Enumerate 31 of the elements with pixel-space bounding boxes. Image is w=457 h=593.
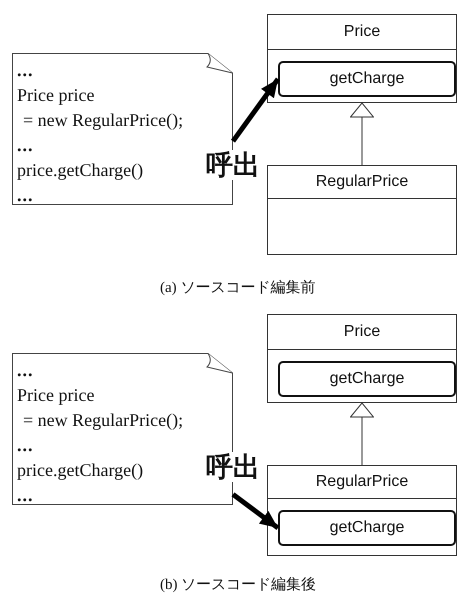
class-box — [267, 165, 457, 255]
code-line: = new RegularPrice(); — [22, 109, 184, 132]
code-note — [12, 353, 233, 505]
class-name: Price — [268, 15, 456, 50]
figure-caption: (b) ソースコード編集後 — [160, 576, 316, 593]
call-arrow — [230, 78, 280, 143]
method-box: getCharge — [278, 510, 456, 546]
inheritance-arrow — [350, 102, 374, 166]
call-arrow — [232, 492, 280, 530]
code-line: price.getCharge() — [17, 459, 144, 482]
code-line: ... — [17, 484, 34, 507]
code-note — [12, 53, 233, 205]
figure-caption: (a) ソースコード編集前 — [160, 278, 316, 297]
class-box — [267, 465, 457, 556]
code-line: ... — [17, 359, 34, 382]
class-name: RegularPrice — [268, 166, 456, 199]
code-line: Price price — [17, 84, 94, 107]
method-box: getCharge — [278, 361, 456, 397]
code-line: ... — [17, 434, 34, 457]
code-line: = new RegularPrice(); — [22, 409, 184, 432]
code-line: ... — [17, 59, 34, 82]
inheritance-arrow — [350, 402, 374, 466]
code-line: price.getCharge() — [17, 159, 144, 182]
code-line: Price price — [17, 384, 94, 407]
code-line: ... — [17, 184, 34, 207]
class-name: RegularPrice — [268, 466, 456, 499]
class-name: Price — [268, 315, 456, 350]
class-box — [267, 14, 457, 103]
class-box — [267, 314, 457, 403]
method-box: getCharge — [278, 61, 456, 97]
code-line: ... — [17, 134, 34, 157]
